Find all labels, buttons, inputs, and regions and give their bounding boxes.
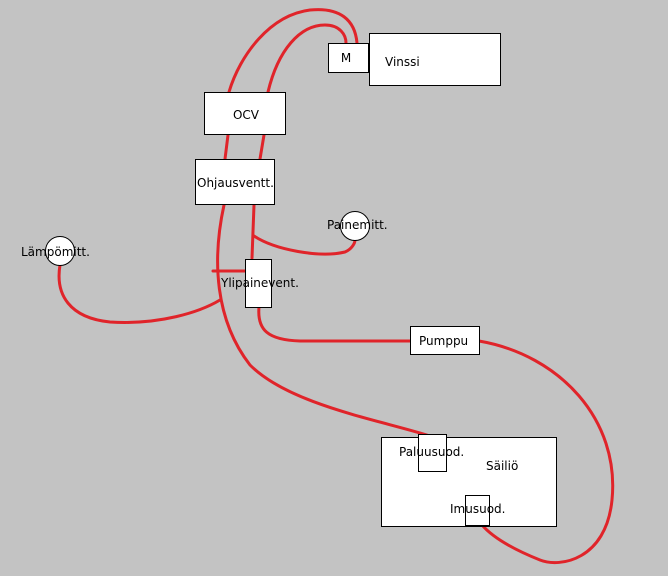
relief-valve-label: Ylipainevent. xyxy=(220,276,299,290)
pipes xyxy=(57,8,615,564)
pressure-gauge-label: Painemitt. xyxy=(327,218,388,232)
temperature-gauge-label: Lämpömitt. xyxy=(21,245,90,259)
tank-label: Säiliö xyxy=(486,459,518,473)
pipe-pump-suction xyxy=(477,339,615,564)
pipe-valve-return-filter xyxy=(216,203,432,438)
pressure-gauge-circle xyxy=(340,211,370,241)
pipe-relief-pump xyxy=(257,305,412,343)
return-filter-label: Paluusuod. xyxy=(399,445,464,459)
temperature-gauge-circle xyxy=(45,236,75,266)
pipe-ocv-valve-left xyxy=(223,133,230,161)
pipe-ocv-valve-right xyxy=(258,133,266,161)
winch-label: Vinssi xyxy=(385,55,420,69)
ocv-label: OCV xyxy=(233,108,260,122)
motor-label: M xyxy=(341,51,351,65)
winch-box xyxy=(369,33,501,86)
pipe-pressure-gauge xyxy=(252,234,357,256)
control-valve-label: Ohjausventt. xyxy=(197,176,274,190)
pipe-temperature-gauge xyxy=(57,263,222,324)
pipe-ocv-motor-outer xyxy=(227,8,359,94)
pipe-valve-relief xyxy=(250,203,256,260)
pump-box xyxy=(410,326,480,355)
relief-valve-box xyxy=(245,259,272,308)
return-filter-box xyxy=(418,434,447,472)
ocv-box xyxy=(204,92,286,135)
suction-filter-box xyxy=(465,495,490,526)
suction-filter-label: Imusuod. xyxy=(450,502,505,516)
pipe-ocv-motor-inner xyxy=(266,23,348,94)
pump-label: Pumppu xyxy=(419,334,468,348)
control-valve-box xyxy=(195,159,275,205)
motor-box xyxy=(328,43,369,73)
